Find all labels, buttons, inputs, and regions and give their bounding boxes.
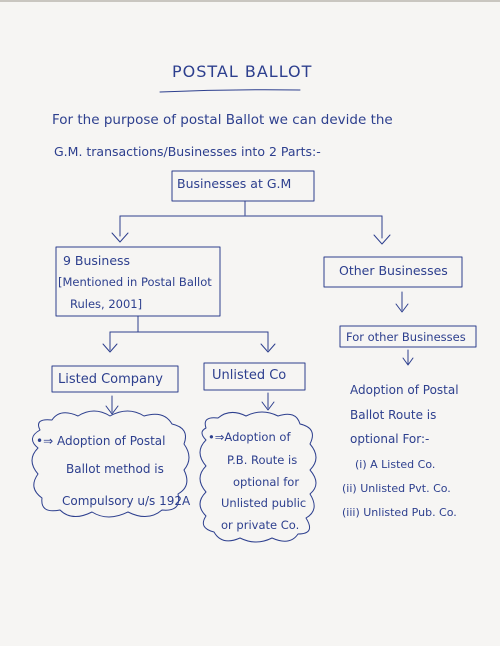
arrow-right xyxy=(373,234,391,245)
nine-business-box xyxy=(55,246,221,317)
other-text-line-1: Adoption of Postal xyxy=(350,383,459,397)
cloud-unlisted-line-2: P.B. Route is xyxy=(227,453,298,467)
node-nine-business-note: [Mentioned in Postal Ballot xyxy=(58,275,212,289)
cloud-unlisted-line-3: optional for xyxy=(233,475,300,489)
other-text-line-6: (iii) Unlisted Pub. Co. xyxy=(342,506,457,519)
cloud-unlisted xyxy=(199,411,317,543)
node-unlisted-co: Unlisted Co xyxy=(212,368,287,383)
cloud-unlisted-line-1: •⇒Adoption of xyxy=(208,430,291,444)
other-text-line-2: Ballot Route is xyxy=(350,408,437,422)
nine-left-drop xyxy=(102,331,118,353)
cloud-unlisted-line-5: or private Co. xyxy=(221,518,300,532)
node-nine-business-title: 9 Business xyxy=(63,253,131,268)
page-top-edge xyxy=(0,0,500,2)
listed-arrow xyxy=(105,395,119,415)
node-other-businesses: Other Businesses xyxy=(339,263,448,278)
cloud-listed xyxy=(31,410,190,518)
arrow-left xyxy=(111,232,129,243)
node-listed-company: Listed Company xyxy=(58,372,163,387)
title-underline xyxy=(159,89,301,93)
other-text-line-5: (ii) Unlisted Pvt. Co. xyxy=(342,482,451,495)
intro-line-1: For the purpose of postal Ballot we can … xyxy=(52,112,393,128)
node-businesses-at-gm: Businesses at G.M xyxy=(177,176,292,191)
unlisted-box xyxy=(203,362,306,391)
root-box xyxy=(171,170,315,202)
listed-box xyxy=(51,365,179,393)
node-for-other-businesses: For other Businesses xyxy=(346,330,466,344)
other-text-line-4: (i) A Listed Co. xyxy=(355,458,436,471)
other-arrow xyxy=(395,291,409,313)
other-box xyxy=(323,256,463,288)
cloud-listed-line-3: Compulsory u/s 192A xyxy=(62,494,191,508)
unlisted-arrow xyxy=(261,392,275,411)
cloud-unlisted-line-4: Unlisted public xyxy=(221,496,307,510)
node-nine-business-note-2: Rules, 2001] xyxy=(70,297,143,311)
cloud-listed-line-1: •⇒ Adoption of Postal xyxy=(36,434,166,448)
page-title: POSTAL BALLOT xyxy=(172,62,313,81)
for-other-arrow xyxy=(402,349,414,366)
cloud-listed-line-2: Ballot method is xyxy=(66,462,164,476)
for-other-box xyxy=(339,325,477,348)
nine-right-drop xyxy=(260,331,276,353)
intro-line-2: G.M. transactions/Businesses into 2 Part… xyxy=(54,144,321,159)
other-text-line-3: optional For:- xyxy=(350,432,430,446)
